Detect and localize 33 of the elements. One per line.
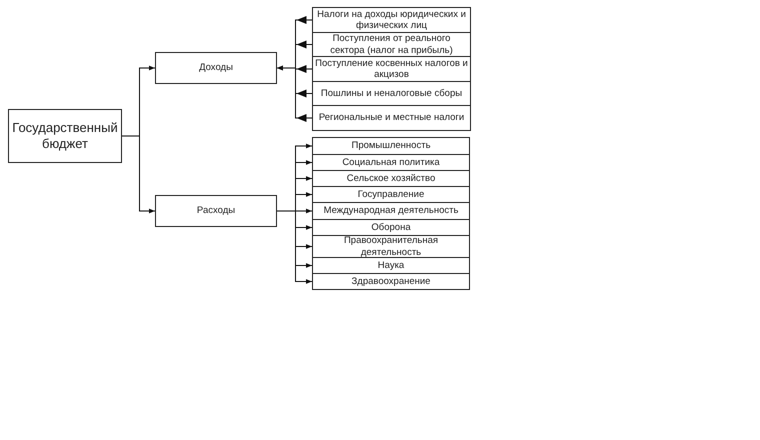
- box-label: Здравоохранение: [352, 276, 430, 288]
- category-box: [312, 137, 470, 155]
- category-box: [312, 202, 470, 220]
- category-box: [312, 257, 470, 274]
- box-label: Социальная политика: [342, 156, 440, 168]
- box-label: Поступление косвенных налогов и акцизов: [315, 58, 468, 80]
- box-label: Наука: [378, 260, 404, 272]
- box-label: Сельское хозяйство: [346, 172, 436, 184]
- category-box: [312, 273, 470, 290]
- box-label: Оборона: [371, 222, 411, 234]
- box-label: Расходы: [196, 205, 236, 217]
- box-label: Промышленность: [351, 140, 431, 152]
- box-label: Поступления от реального сектора (налог на прибыль): [329, 33, 454, 56]
- category-box: [312, 219, 470, 236]
- box-label: Пошлины и неналоговые сборы: [320, 88, 462, 100]
- category-box: [312, 186, 470, 203]
- box-label: Госуправление: [358, 188, 424, 200]
- root-box: [8, 109, 122, 163]
- category-box: [312, 7, 471, 33]
- box-label: Доходы: [199, 62, 233, 74]
- box-label: Региональные и местные налоги: [318, 112, 464, 124]
- category-box: [312, 81, 471, 106]
- category-box: [312, 170, 470, 187]
- box-label: Государственный бюджет: [11, 120, 119, 152]
- box-label: Правоохранительная деятельность: [342, 235, 440, 258]
- category-box: [155, 195, 277, 227]
- category-box: [312, 32, 471, 57]
- box-label: Международная деятельность: [324, 205, 458, 217]
- category-box: [155, 52, 277, 84]
- category-box: [312, 235, 470, 258]
- category-box: [312, 154, 470, 171]
- box-label: Налоги на доходы юридических и физических лиц: [316, 8, 467, 32]
- category-box: [312, 105, 471, 131]
